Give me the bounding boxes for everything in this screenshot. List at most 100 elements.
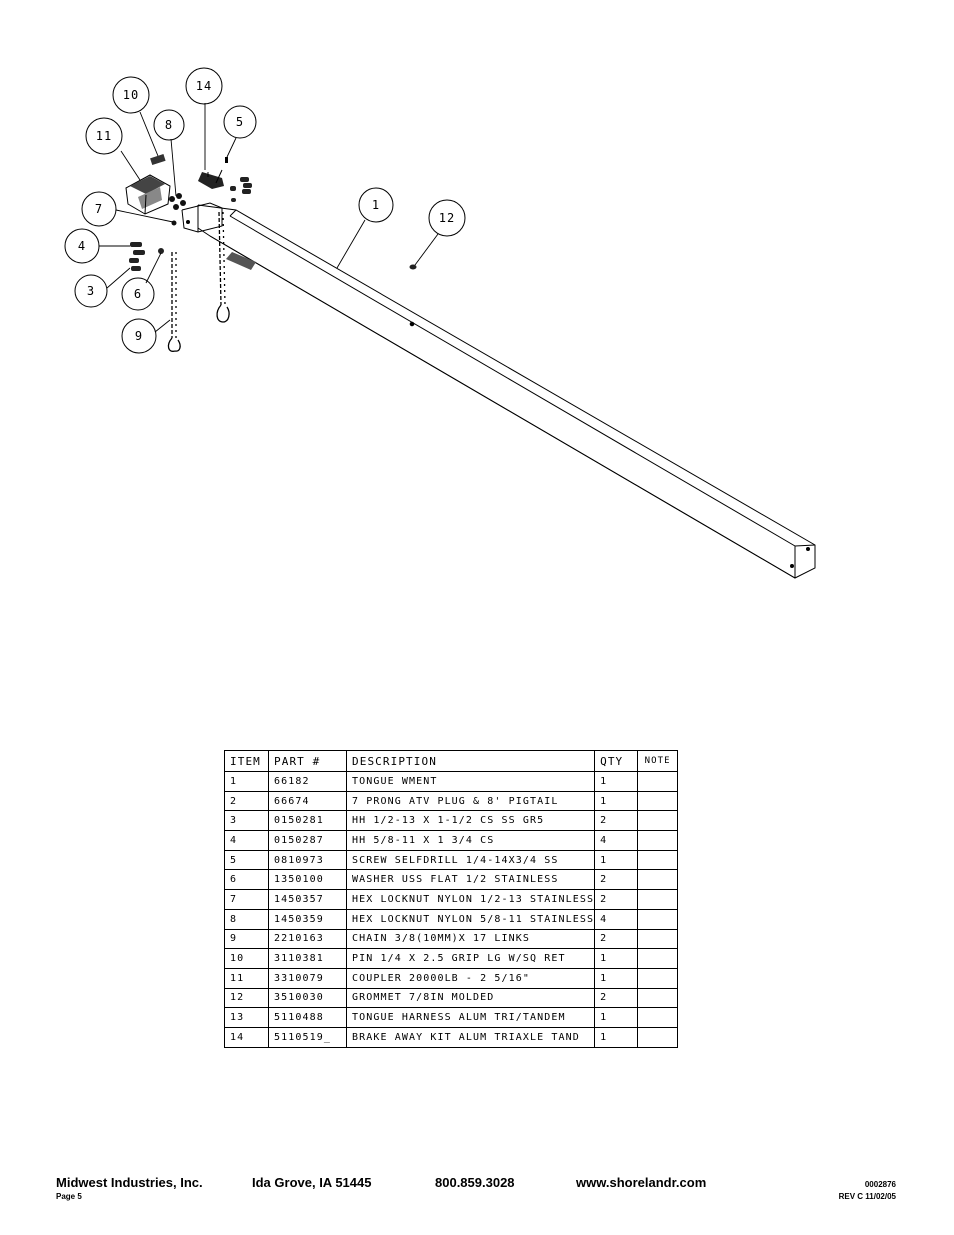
cell-part-number: 0810973 xyxy=(268,849,347,871)
callout-5 xyxy=(223,105,257,139)
header-description: DESCRIPTION xyxy=(345,750,596,772)
cell-part-number: 3110381 xyxy=(268,948,347,969)
callout-label-6: 6 xyxy=(134,287,142,301)
cell-part-number: 3310079 xyxy=(268,967,347,989)
cell-note xyxy=(637,948,679,969)
cell-qty: 2 xyxy=(594,889,639,910)
cell-note xyxy=(637,771,679,792)
cell-part-number: 1450357 xyxy=(268,889,347,910)
cell-item: 3 xyxy=(224,810,269,832)
cell-note xyxy=(637,830,679,851)
cell-item: 2 xyxy=(224,790,269,812)
tongue-tube xyxy=(197,204,816,579)
cell-qty: 4 xyxy=(594,830,639,851)
cell-description: TONGUE HARNESS ALUM TRI/TANDEM xyxy=(345,1007,596,1028)
callout-label-9: 9 xyxy=(135,329,143,343)
cell-item: 12 xyxy=(224,987,269,1009)
cell-description: COUPLER 20000LB - 2 5/16" xyxy=(345,967,596,989)
footer-website[interactable]: www.shorelandr.com xyxy=(576,1175,707,1190)
cell-description: SCREW SELFDRILL 1/4-14X3/4 SS xyxy=(345,849,596,871)
cell-qty: 1 xyxy=(594,771,639,792)
callout-label-4: 4 xyxy=(78,239,86,253)
cell-part-number: 66674 xyxy=(268,790,347,812)
cell-note xyxy=(637,1007,679,1028)
cell-description: HEX LOCKNUT NYLON 5/8-11 STAINLESS xyxy=(345,908,596,930)
cell-description: TONGUE WMENT xyxy=(345,771,596,792)
cell-note xyxy=(637,1026,679,1048)
cell-qty: 1 xyxy=(594,948,639,969)
cell-item: 13 xyxy=(224,1007,269,1028)
cell-qty: 1 xyxy=(594,967,639,989)
cell-note xyxy=(637,967,679,989)
cell-part-number: 2210163 xyxy=(268,928,347,950)
cell-description: HH 1/2-13 X 1-1/2 CS SS GR5 xyxy=(345,810,596,832)
callout-1 xyxy=(358,187,394,223)
cell-note xyxy=(637,810,679,832)
callout-8 xyxy=(153,109,185,141)
callout-10 xyxy=(112,76,150,114)
callout-label-7: 7 xyxy=(95,202,103,216)
cell-part-number: 5110519_ xyxy=(268,1026,347,1048)
cell-note xyxy=(637,889,679,910)
cell-qty: 2 xyxy=(594,928,639,950)
callout-label-10: 10 xyxy=(123,88,139,102)
cell-qty: 2 xyxy=(594,869,639,891)
callout-label-5: 5 xyxy=(236,115,244,129)
cell-part-number: 1350100 xyxy=(268,869,347,891)
cell-part-number: 5110488 xyxy=(268,1007,347,1028)
cell-qty: 1 xyxy=(594,1026,639,1048)
header-note: NOTE xyxy=(637,750,679,772)
cell-note xyxy=(637,928,679,950)
exploded-parts-drawing: 10 14 11 8 5 1 12 7 4 6 3 9 xyxy=(64,67,816,579)
cell-part-number: 3510030 xyxy=(268,987,347,1009)
callout-4 xyxy=(64,228,100,264)
cell-part-number: 0150281 xyxy=(268,810,347,832)
cell-part-number: 1450359 xyxy=(268,908,347,930)
cell-description: HEX LOCKNUT NYLON 1/2-13 STAINLESS xyxy=(345,889,596,910)
cell-item: 1 xyxy=(224,771,269,792)
footer-page-number: Page 5 xyxy=(56,1192,82,1201)
callout-3 xyxy=(74,274,108,308)
callout-label-12: 12 xyxy=(439,211,455,225)
cell-description: GROMMET 7/8IN MOLDED xyxy=(345,987,596,1009)
cell-description: WASHER USS FLAT 1/2 STAINLESS xyxy=(345,869,596,891)
cell-note xyxy=(637,790,679,812)
cell-qty: 1 xyxy=(594,790,639,812)
callout-label-3: 3 xyxy=(87,284,95,298)
cell-note xyxy=(637,869,679,891)
cell-item: 5 xyxy=(224,849,269,871)
cell-note xyxy=(637,849,679,871)
callout-label-8: 8 xyxy=(165,118,173,132)
callout-11 xyxy=(85,117,123,155)
footer-revision: REV C 11/02/05 xyxy=(838,1192,896,1201)
cell-description: CHAIN 3/8(10MM)X 17 LINKS xyxy=(345,928,596,950)
cell-description: BRAKE AWAY KIT ALUM TRIAXLE TAND xyxy=(345,1026,596,1048)
cell-item: 11 xyxy=(224,967,269,989)
callout-7 xyxy=(81,191,117,227)
cell-qty: 2 xyxy=(594,810,639,832)
callout-balloons xyxy=(64,67,466,354)
cell-item: 14 xyxy=(224,1026,269,1048)
cell-item: 7 xyxy=(224,889,269,910)
bolt-group-left xyxy=(129,242,145,271)
callout-9 xyxy=(121,318,157,354)
cell-qty: 1 xyxy=(594,849,639,871)
cell-qty: 4 xyxy=(594,908,639,930)
footer-phone: 800.859.3028 xyxy=(435,1175,515,1190)
safety-chains xyxy=(167,211,230,352)
cell-part-number: 66182 xyxy=(268,771,347,792)
footer-doc-number: 0002876 xyxy=(864,1180,896,1189)
